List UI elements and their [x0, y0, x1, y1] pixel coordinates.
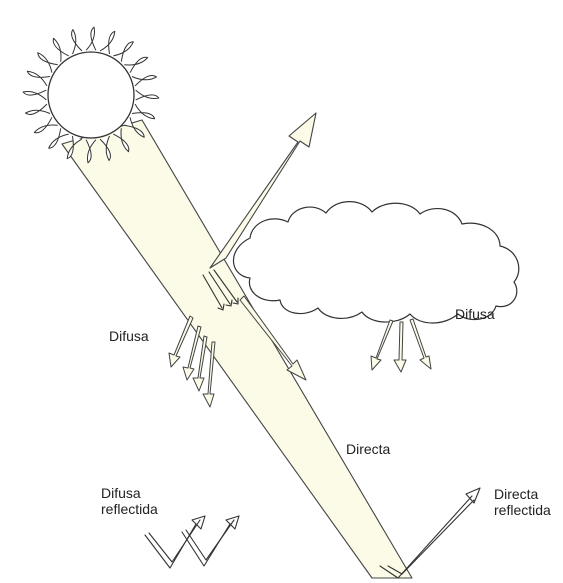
- sun-ray: [113, 42, 133, 62]
- label-diffuse-left: Difusa: [109, 328, 149, 344]
- sun-ray: [34, 117, 57, 133]
- sun-ray: [132, 104, 155, 119]
- label-direct: Directa: [346, 441, 390, 457]
- sun-ray: [136, 90, 159, 100]
- sun-ray: [124, 57, 147, 73]
- diffuse-arrows-cloud: [371, 319, 431, 372]
- sun-ray: [132, 76, 157, 86]
- sun-ray: [100, 31, 115, 54]
- sun-ray: [26, 104, 51, 114]
- label-direct-reflected: Directa reflectida: [494, 486, 551, 518]
- sun-ray: [53, 38, 69, 61]
- cloud-icon: [233, 202, 518, 323]
- diffuse-reflected-arrows: [145, 516, 239, 568]
- sun-ray: [27, 71, 50, 86]
- sun-ray: [23, 90, 46, 100]
- sun-ray: [38, 53, 58, 73]
- label-diffuse-reflected: Difusa reflectida: [101, 485, 158, 517]
- label-diffuse-cloud: Difusa: [455, 306, 495, 322]
- sun-ray: [86, 27, 96, 50]
- sun-ray: [72, 30, 82, 55]
